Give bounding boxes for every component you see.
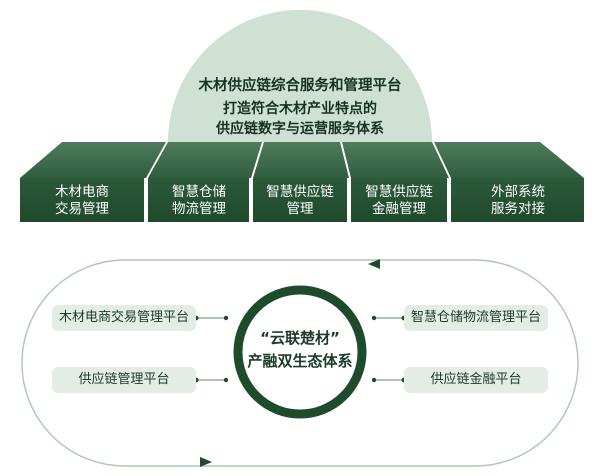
platform-pill-ecommerce: 木材电商交易管理平台 <box>52 305 196 331</box>
module-slab-front <box>20 178 584 222</box>
module-supply-finance: 智慧供应链 金融管理 <box>343 184 455 218</box>
ecosystem-core-subtitle: 产融双生态体系 <box>247 352 353 370</box>
platform-pill-warehouse: 智慧仓储物流管理平台 <box>404 305 548 331</box>
module-slab-top <box>20 142 584 178</box>
ecosystem-core-title: “云联楚材” <box>260 329 340 347</box>
platform-pill-supply-chain: 供应链管理平台 <box>52 367 196 393</box>
loop-arrow-bottom-icon <box>200 457 212 467</box>
module-label-line1: 智慧供应链 <box>365 184 433 200</box>
module-label-line2: 交易管理 <box>55 201 109 217</box>
module-label-line2: 服务对接 <box>491 201 545 217</box>
module-label-line2: 物流管理 <box>172 201 226 217</box>
module-label-line1: 木材电商 <box>55 184 109 200</box>
module-supply-chain: 智慧供应链 管理 <box>244 184 356 218</box>
module-ecommerce: 木材电商 交易管理 <box>26 184 138 218</box>
ecosystem-loop <box>21 259 579 467</box>
platform-subtitle-line1: 打造符合木材产业特点的 <box>223 101 377 117</box>
loop-arrow-top-icon <box>368 259 380 269</box>
module-label-line2: 管理 <box>286 201 314 217</box>
platform-pill-finance: 供应链金融平台 <box>404 367 548 393</box>
platform-dome <box>168 10 432 142</box>
module-label-line1: 外部系统 <box>491 184 545 200</box>
module-external: 外部系统 服务对接 <box>462 184 574 218</box>
module-label-line1: 智慧仓储 <box>172 184 226 200</box>
ecosystem-core-ring <box>233 285 367 419</box>
module-label-line1: 智慧供应链 <box>266 184 334 200</box>
module-label-line2: 金融管理 <box>372 201 426 217</box>
platform-subtitle-line2: 供应链数字与运营服务体系 <box>216 121 384 137</box>
platform-title: 木材供应链综合服务和管理平台 <box>198 78 402 94</box>
module-warehouse: 智慧仓储 物流管理 <box>143 184 255 218</box>
ecosystem-diagram <box>21 259 579 467</box>
platform-diagram <box>20 10 584 222</box>
